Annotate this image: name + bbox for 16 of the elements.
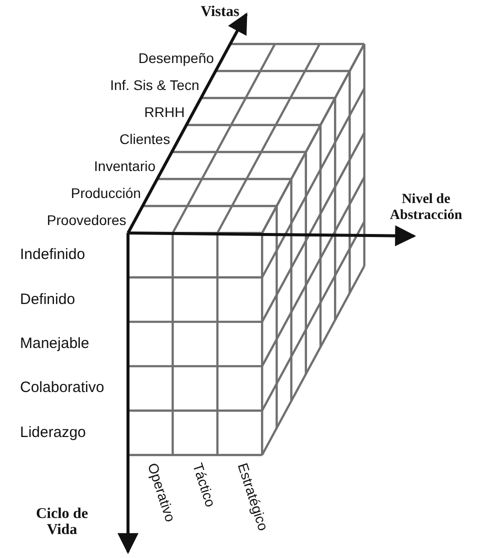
row-label: Inventario bbox=[94, 158, 156, 174]
axis-label: Nivel de Abstracción bbox=[388, 192, 464, 224]
row-label: Inf. Sis & Tecn bbox=[110, 76, 200, 92]
row-label: Manejable bbox=[20, 336, 90, 352]
axis-label: Ciclo de Vida bbox=[34, 506, 90, 538]
axis-label: Vistas bbox=[200, 4, 240, 20]
row-label: RRHH bbox=[144, 104, 185, 120]
row-label: Colaborativo bbox=[20, 380, 104, 396]
row-label: Indefinido bbox=[20, 247, 86, 264]
row-label: Desempeño bbox=[138, 50, 214, 66]
row-label: Liderazgo bbox=[20, 424, 86, 441]
row-label: Proovedores bbox=[46, 212, 126, 228]
column-label: Táctico bbox=[190, 461, 219, 509]
row-label: Clientes bbox=[120, 130, 170, 146]
row-label: Producción bbox=[70, 184, 141, 200]
row-label: Definido bbox=[20, 292, 76, 308]
